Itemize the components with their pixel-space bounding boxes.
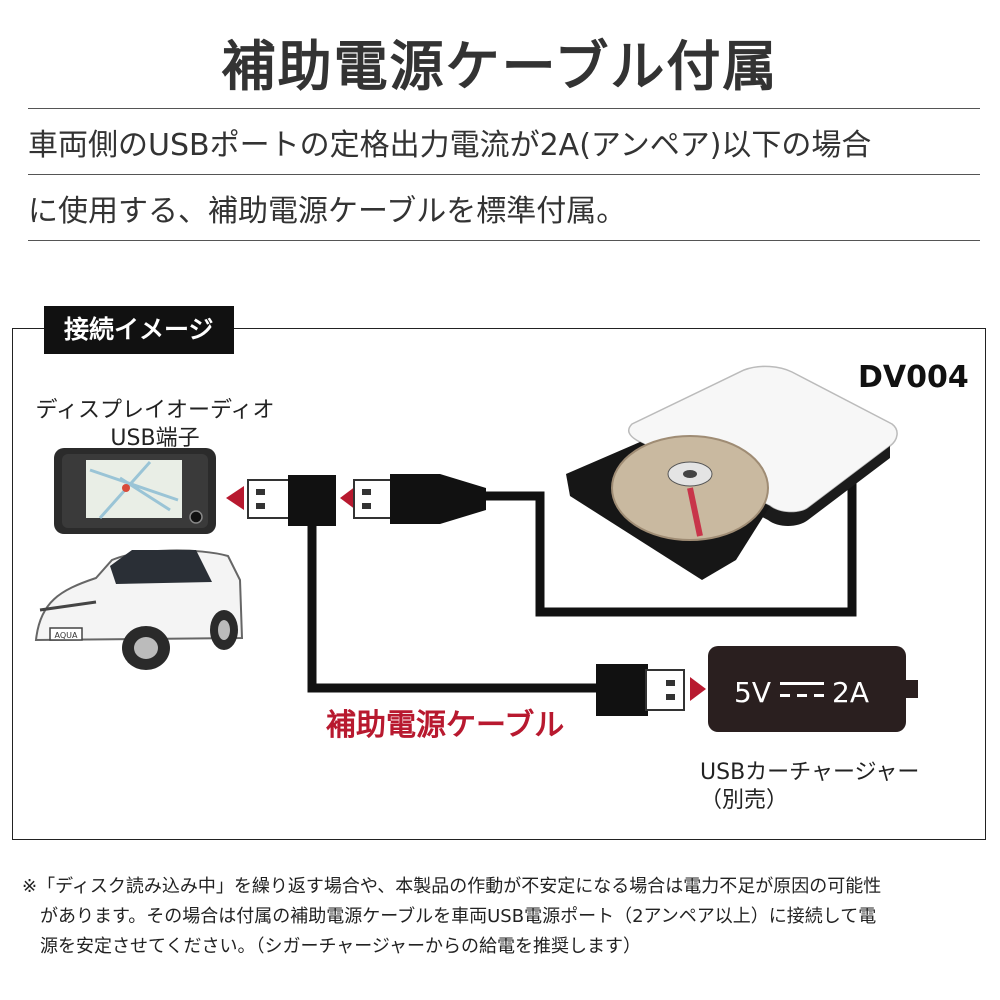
divider (28, 240, 980, 241)
usb-car-charger: 5V 2A (708, 646, 918, 732)
note-line-3: 源を安定させてください。（シガーチャージャーからの給電を推奨します） (40, 936, 642, 957)
usb-a-plug-1 (247, 479, 291, 519)
arrow-left-icon (226, 486, 244, 510)
arrow-left-icon (340, 486, 356, 510)
lead-line-2: に使用する、補助電源ケーブルを標準付属。 (28, 194, 627, 229)
aux-plug-body (596, 664, 648, 716)
usb-a-plug-1-body (288, 475, 336, 526)
divider (28, 174, 980, 175)
connection-diagram-frame (12, 328, 986, 840)
car-illustration: AQUA (34, 549, 244, 670)
volume-knob-icon (189, 510, 203, 524)
note-line-1: ※「ディスク読み込み中」を繰り返す場合や、本製品の作動が不安定になる場合は電力不… (22, 876, 882, 897)
usb-a-plug-3 (645, 669, 685, 711)
divider (28, 108, 980, 109)
charger-label: USBカーチャージャー (700, 760, 920, 785)
charger-voltage: 5V (734, 676, 771, 709)
model-label: DV004 (858, 360, 969, 395)
lead-line-1: 車両側のUSBポートの定格出力電流が2A(アンペア)以下の場合 (28, 128, 872, 163)
connection-image-tag: 接続イメージ (44, 306, 234, 354)
note-line-2: があります。その場合は付属の補助電源ケーブルを車両USB電源ポート（2アンペア以… (40, 906, 877, 927)
usb-port-label: USB端子 (110, 426, 200, 451)
display-audio-label: ディスプレイオーディオ (35, 398, 275, 423)
usb-a-plug-2-body (390, 474, 486, 524)
drive-usb-cable (478, 476, 857, 617)
aux-cable-label: 補助電源ケーブル (326, 708, 565, 743)
car-plate: AQUA (55, 631, 78, 640)
display-audio-unit (54, 448, 216, 534)
page-title: 補助電源ケーブル付属 (221, 35, 779, 98)
usb-a-plug-2 (353, 479, 393, 519)
arrow-right-icon (690, 677, 706, 701)
charger-sold-separately: （別売） (700, 788, 789, 813)
optical-drive-illustration (566, 365, 898, 580)
charger-current: 2A (832, 676, 869, 709)
aux-power-cable (307, 526, 600, 693)
